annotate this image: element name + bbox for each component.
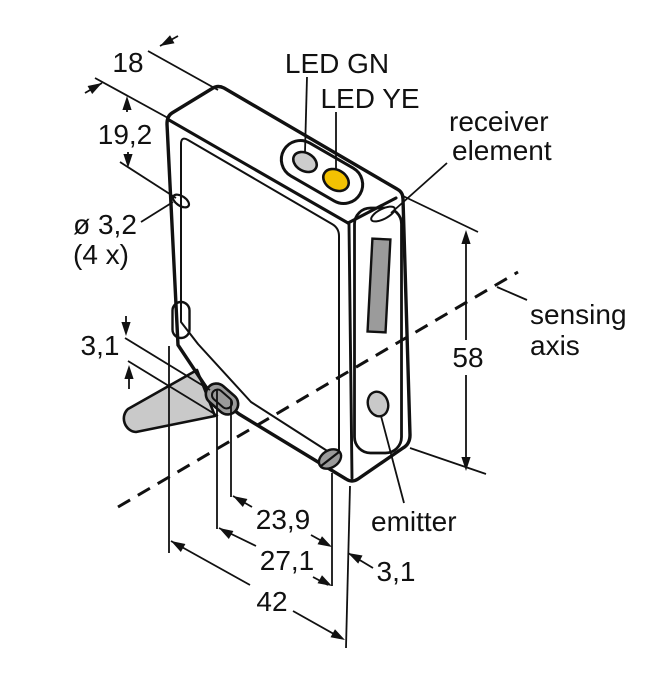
receiver-window bbox=[366, 237, 392, 334]
dim-31L-ext-bot bbox=[127, 360, 219, 417]
sensing-axis-label-line1: sensing bbox=[530, 299, 627, 330]
dim-58-arrow-down bbox=[461, 457, 471, 471]
dim-top-width-label: 18 bbox=[112, 47, 143, 78]
emitter-leader bbox=[380, 415, 405, 504]
dim-18-arrow-a bbox=[87, 83, 102, 94]
led-yellow-indicator bbox=[321, 167, 351, 193]
dim-58-ext-top bbox=[402, 195, 479, 233]
sensing-axis-label-line2: axis bbox=[530, 330, 580, 361]
dim-18-ext-b bbox=[147, 50, 219, 91]
dim-31L-arrow-up bbox=[124, 365, 134, 379]
dim-hole-count-label: (4 x) bbox=[73, 239, 129, 270]
dim-58-ext-bot bbox=[409, 447, 487, 475]
dim-58-arrow-up bbox=[461, 230, 471, 244]
dim-271-arrow-l bbox=[219, 528, 234, 539]
front-panel bbox=[353, 206, 403, 455]
dim-edge-offset-label: 3,1 bbox=[377, 556, 416, 587]
mounting-slot bbox=[171, 300, 191, 340]
emitter-label: emitter bbox=[371, 506, 457, 537]
led-recess-outline bbox=[279, 139, 365, 205]
lens-highlight bbox=[370, 205, 396, 223]
dim-slot-center-distance-label: 27,1 bbox=[260, 545, 315, 576]
dim-42-arrow-l bbox=[171, 541, 186, 552]
dim-18-ext-a bbox=[94, 77, 169, 119]
dim-hole-diameter-label: ø 3,2 bbox=[73, 209, 137, 240]
dim-239-arrow-l bbox=[233, 496, 248, 507]
dim-42-arrow-r bbox=[330, 629, 345, 640]
sensor-body bbox=[165, 84, 412, 483]
dim-192-arrow-up bbox=[122, 96, 132, 110]
bottom-screw-slot bbox=[319, 450, 341, 468]
dim-239-arrow-r bbox=[317, 536, 332, 547]
emitter-lens bbox=[366, 390, 390, 418]
dim-31L-ext-top bbox=[124, 337, 211, 391]
dim-depth-label: 42 bbox=[256, 586, 287, 617]
front-left-edge bbox=[347, 222, 354, 480]
led-green-leader bbox=[304, 76, 308, 153]
ext-front-corner bbox=[345, 485, 351, 649]
top-front-edge bbox=[167, 118, 350, 225]
led-green-label: LED GN bbox=[285, 48, 389, 79]
dim-271-arrow-r bbox=[317, 575, 332, 586]
dim-height-label: 58 bbox=[452, 342, 483, 373]
sensing-axis-line bbox=[117, 270, 519, 509]
dim-slot-distance-label: 23,9 bbox=[256, 504, 311, 535]
hole-leader bbox=[140, 201, 174, 223]
led-green-indicator bbox=[291, 150, 319, 174]
receiver-leader bbox=[390, 162, 448, 214]
dim-hole-offset-label: 19,2 bbox=[98, 119, 153, 150]
receiver-label-line1: receiver bbox=[449, 106, 549, 137]
dim-192-ext bbox=[119, 161, 177, 199]
led-yellow-label: LED YE bbox=[320, 83, 419, 114]
dim-42-shaft-l bbox=[170, 540, 251, 586]
dim-18-arrow-b bbox=[160, 35, 175, 46]
receiver-label-line2: element bbox=[452, 135, 552, 166]
dim-192-arrow-down bbox=[123, 154, 133, 168]
sensing-axis-leader bbox=[496, 286, 528, 301]
dim-31L-arrow-down bbox=[121, 322, 131, 336]
dim-cable-slot-label: 3,1 bbox=[81, 330, 120, 361]
dim-31R-arrow bbox=[348, 553, 363, 564]
